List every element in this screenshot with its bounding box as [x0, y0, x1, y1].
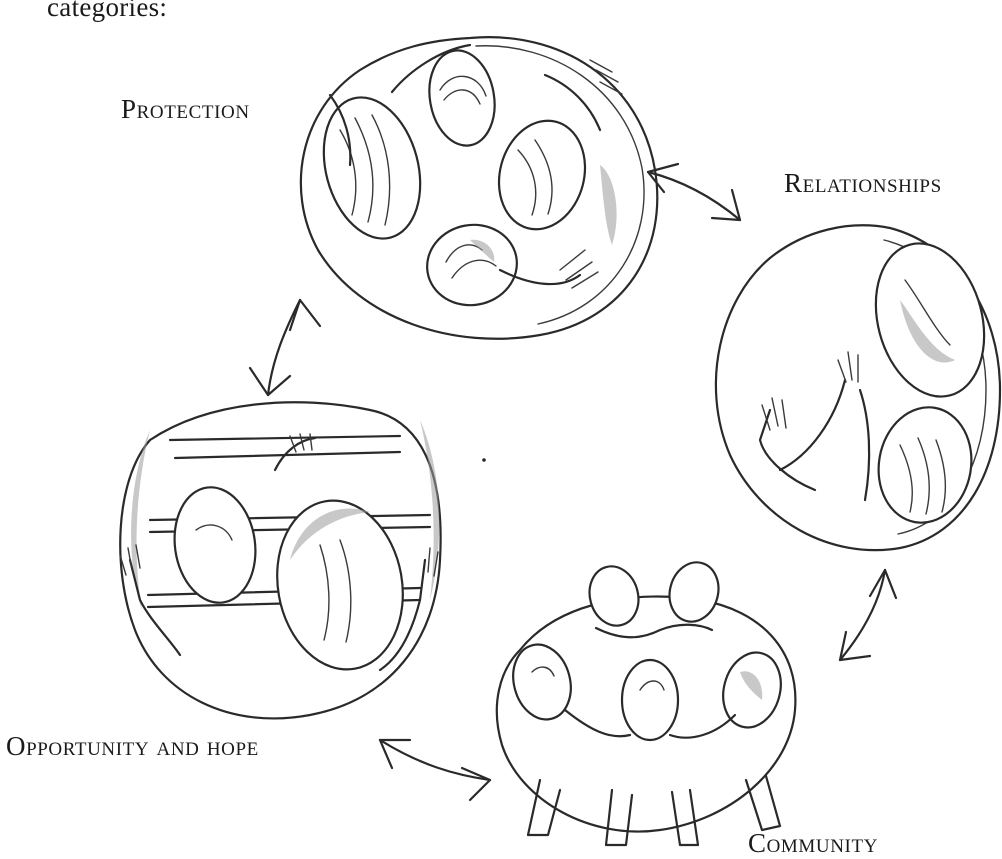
protection-illustration [301, 37, 657, 339]
arrow-community-opportunity [380, 740, 490, 800]
label-opportunity: Opportunity and hope [6, 731, 259, 761]
opportunity-illustration [120, 402, 441, 718]
ink-dot [482, 458, 486, 462]
relationships-illustration [716, 225, 1001, 550]
arrow-opportunity-protection [250, 300, 320, 395]
arrow-protection-relationships [648, 164, 740, 220]
community-illustration [497, 557, 796, 845]
arrow-relationships-community [840, 570, 896, 660]
label-protection: Protection [121, 94, 250, 124]
label-community: Community [748, 828, 878, 858]
label-relationships: Relationships [784, 168, 942, 198]
